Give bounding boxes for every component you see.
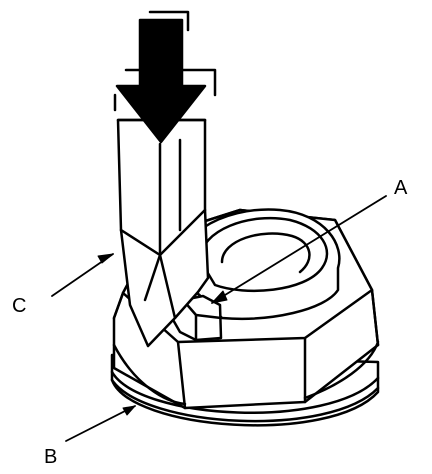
- callout-label-b: B: [44, 446, 57, 468]
- leader-arrowheads: [97, 253, 228, 416]
- callout-label-a: A: [394, 177, 408, 199]
- downward-force-arrow: [115, 18, 207, 144]
- callout-label-c: C: [12, 295, 26, 317]
